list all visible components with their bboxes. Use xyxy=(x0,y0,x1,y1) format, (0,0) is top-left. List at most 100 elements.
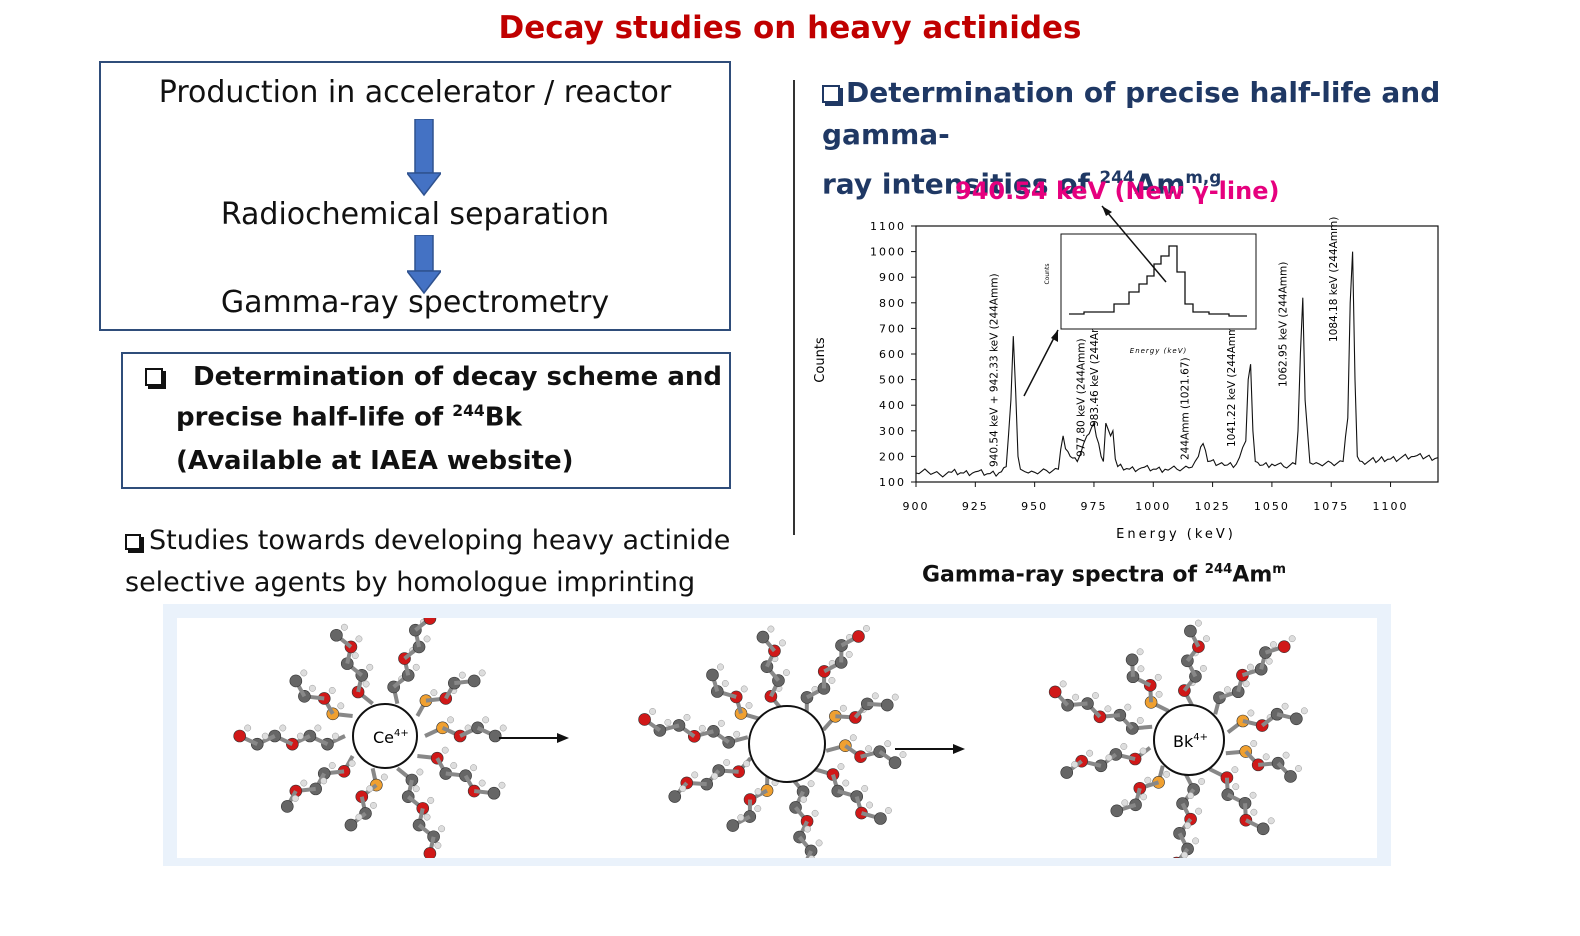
y-tick-label: 500 xyxy=(879,374,906,387)
carbon-atom xyxy=(280,800,294,813)
hydrogen-atom xyxy=(1265,657,1273,665)
carbon-atom xyxy=(330,628,343,642)
x-tick-label: 950 xyxy=(1021,500,1048,513)
carbon-atom xyxy=(487,786,501,800)
hydrogen-atom xyxy=(355,813,363,821)
hydrogen-atom xyxy=(1184,821,1192,829)
decay-scheme-box: Determination of decay scheme and precis… xyxy=(121,352,731,489)
carbon-atom xyxy=(344,818,358,832)
hydrogen-atom xyxy=(1262,753,1270,761)
carbon-atom xyxy=(668,790,682,803)
hydrogen-atom xyxy=(828,676,836,684)
hydrogen-atom xyxy=(1181,851,1188,859)
hydrogen-atom xyxy=(861,785,869,792)
carbon-atom xyxy=(726,819,740,832)
hydrogen-atom xyxy=(416,768,424,776)
decay-line-3: (Available at IAEA website) xyxy=(176,446,574,476)
hydrogen-atom xyxy=(778,639,786,647)
hydrogen-atom xyxy=(1121,799,1129,807)
hydrogen-atom xyxy=(842,779,850,787)
hydrogen-atom xyxy=(1247,709,1255,717)
hydrogen-atom xyxy=(698,724,706,732)
hydrogen-atom xyxy=(649,708,657,715)
hydrogen-atom xyxy=(430,689,438,697)
y-tick-label: 900 xyxy=(879,271,906,284)
hydrogen-atom xyxy=(866,801,873,809)
x-tick-label: 925 xyxy=(962,500,989,513)
hydrogen-atom xyxy=(314,724,322,732)
chart-peak-labels: 940.54 keV + 942.33 keV (244Amm)977.80 k… xyxy=(988,217,1340,467)
hydrogen-atom xyxy=(412,785,420,793)
hydrogen-atom xyxy=(340,623,348,631)
hydrogen-atom xyxy=(711,772,719,780)
carbon-atom xyxy=(1060,766,1074,779)
hydrogen-atom xyxy=(1250,740,1258,747)
hydrogen-atom xyxy=(412,663,420,671)
carbon-atom xyxy=(1110,804,1124,818)
hydrogen-atom xyxy=(470,764,478,772)
hydrogen-atom xyxy=(754,805,762,813)
hydrogen-atom xyxy=(380,773,388,781)
x-tick-label: 1025 xyxy=(1195,500,1231,513)
hydrogen-atom xyxy=(1155,690,1163,698)
peak-label: 1041.22 keV (244Amm) xyxy=(1226,322,1238,447)
y-tick-label: 600 xyxy=(879,348,906,361)
carbon-atom xyxy=(1184,624,1197,638)
oxygen-atom xyxy=(638,713,651,726)
hydrogen-atom xyxy=(499,724,507,732)
hydrogen-atom xyxy=(1300,707,1308,715)
carbon-atom xyxy=(706,668,719,682)
y-tick-label: 400 xyxy=(879,399,906,412)
y-tick-label: 200 xyxy=(879,450,906,463)
hydrogen-atom xyxy=(1267,817,1275,825)
hydrogen-atom xyxy=(1295,765,1302,772)
carbon-atom xyxy=(289,674,303,688)
hydrogen-atom xyxy=(849,734,857,742)
flow-step-spectrometry: Gamma-ray spectrometry xyxy=(220,285,610,320)
carbon-atom xyxy=(1290,712,1303,726)
right-heading: Determination of precise half-life and g… xyxy=(822,72,1542,205)
hydrogen-atom xyxy=(482,716,490,724)
oxygen-atom xyxy=(852,630,865,643)
carbon-atom xyxy=(488,729,502,743)
hydrogen-atom xyxy=(1202,635,1210,643)
inset-y-label: Counts xyxy=(1044,264,1051,285)
y-tick-label: 300 xyxy=(879,425,906,438)
empty-cavity-circle xyxy=(748,705,826,783)
hydrogen-atom xyxy=(362,680,370,688)
hydrogen-atom xyxy=(1140,793,1148,801)
hydrogen-atom xyxy=(664,718,672,726)
right-heading-line-2: ray intensities of 244Amm,g xyxy=(822,167,1222,201)
hydrogen-atom xyxy=(723,759,731,766)
hydrogen-atom xyxy=(279,724,287,732)
hydrogen-atom xyxy=(1139,747,1147,755)
inset-frame xyxy=(1060,233,1257,330)
hydrogen-atom xyxy=(478,779,486,787)
x-tick-label: 975 xyxy=(1080,500,1107,513)
y-tick-label: 800 xyxy=(879,297,906,310)
hydrogen-atom xyxy=(427,796,435,804)
hydrogen-atom xyxy=(891,693,899,701)
hydrogen-atom xyxy=(1144,776,1152,784)
hydrogen-atom xyxy=(366,663,374,671)
hydrogen-atom xyxy=(458,671,466,679)
x-tick-label: 1050 xyxy=(1254,500,1290,513)
hydrogen-atom xyxy=(1250,808,1258,816)
molecule-atoms xyxy=(233,607,1308,874)
hydrogen-atom xyxy=(1192,837,1200,845)
hydrogen-atom xyxy=(1072,693,1080,701)
peak-label: 983.46 keV (244Amm) xyxy=(1089,308,1101,427)
hydrogen-atom xyxy=(441,746,449,754)
x-tick-label: 1100 xyxy=(1373,500,1409,513)
hydrogen-atom xyxy=(308,684,316,692)
hydrogen-atom xyxy=(717,663,724,671)
carbon-atom xyxy=(467,674,481,688)
carbon-atom xyxy=(1125,653,1139,667)
hydrogen-atom xyxy=(337,702,345,710)
chart-caption: Gamma-ray spectra of 244Amm xyxy=(922,562,1287,588)
hydrogen-atom xyxy=(863,625,870,632)
spectrum-line xyxy=(915,251,1439,478)
carbon-atom xyxy=(1256,822,1270,836)
